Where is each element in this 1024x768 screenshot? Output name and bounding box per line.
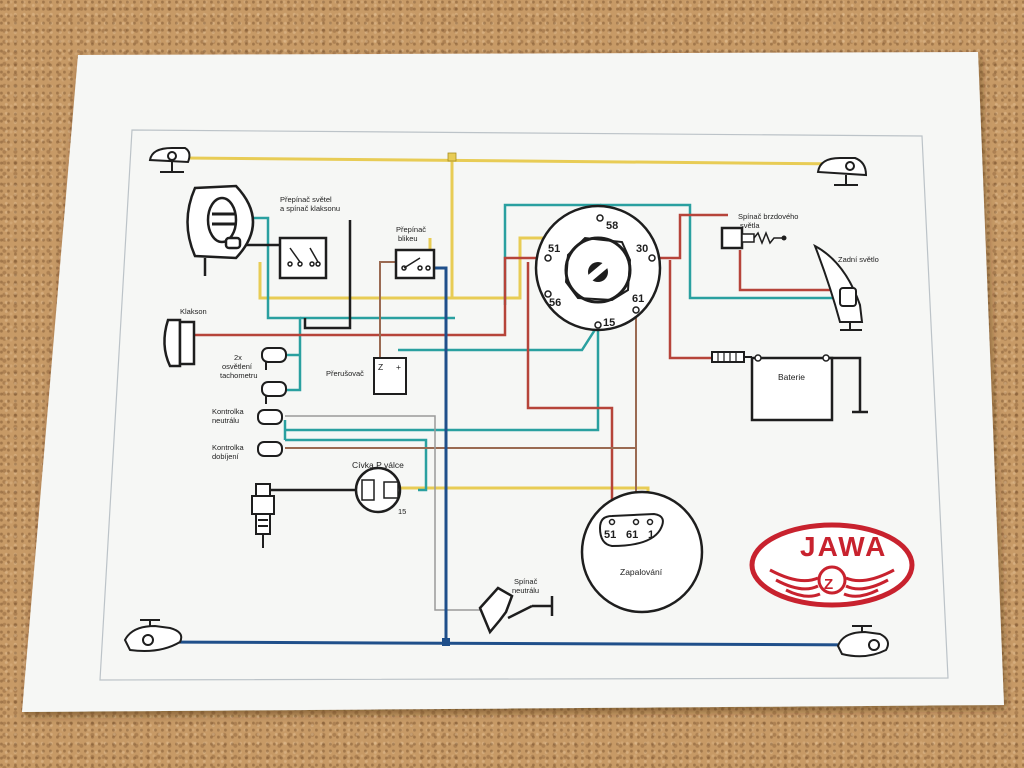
rear-left-indicator [123,619,183,652]
interrupter-breaker: Z + Přerušovač [326,357,407,395]
battery: Baterie [711,351,868,422]
logo-wings [769,568,895,598]
terminal-61: 61 [632,293,644,305]
label-indicator-switch-2: blikeu [398,234,418,243]
black-wires [245,220,360,492]
neutral-switch: Spínač neutrálu [478,577,554,635]
label-speedo-2: osvětlení [222,362,253,371]
yellow-junction [447,152,457,162]
label-coil: Cívka P válce [352,460,404,470]
blue-junction [442,638,450,646]
ignition-magneto: 51 61 1 Zapalování [580,490,704,614]
headlight [186,184,255,276]
label-neutral-lamp-2: neutrálu [212,416,239,425]
terminal-51: 51 [548,243,560,255]
terminal-56: 56 [549,297,561,309]
rear-light: Zadní světlo [813,243,879,331]
label-neutral-switch-2: neutrálu [512,586,539,595]
brown-wires [285,261,637,522]
label-speedo-1: 2x [234,353,242,362]
teal-wires [245,203,838,492]
label-rear-light: Zadní světlo [838,255,879,264]
blue-wires [149,266,876,647]
logo-badge: Z [824,576,833,593]
red-wires [195,213,838,522]
jawa-logo: JAWA Z [749,522,915,608]
neutral-indicator-lamp: Kontrolka neutrálu [212,407,283,425]
label-charge-lamp-2: dobíjení [212,452,240,461]
label-switch-horn: a spínač klaksonu [280,204,340,213]
ign-terminal-1: 1 [648,529,654,541]
diagram-frame [99,129,949,681]
label-speedo-3: tachometru [220,371,258,380]
breaker-z: Z [378,362,383,372]
front-right-indicator [816,157,868,186]
brake-light-switch: Spínač brzdového světla [720,212,798,250]
gray-wires [285,415,490,611]
label-neutral-lamp-1: Kontrolka [212,407,245,416]
label-charge-lamp-1: Kontrolka [212,443,245,452]
rear-right-indicator [836,625,889,658]
charge-indicator-lamp: Kontrolka dobíjení [212,441,283,461]
front-left-indicator [148,147,191,173]
label-neutral-switch-1: Spínač [514,577,538,586]
label-battery: Baterie [778,372,805,382]
ign-terminal-51: 51 [604,529,616,541]
label-ignition: Zapalování [620,567,663,577]
label-brake-switch-2: světla [740,221,760,230]
ign-terminal-61: 61 [626,529,638,541]
label-indicator-switch-1: Přepínač [396,225,426,234]
coil-terminal-15: 15 [398,507,406,516]
label-horn: Klakson [180,307,207,316]
lights-horn-switch: Přepínač světel a spínač klaksonu [278,195,340,280]
indicator-switch: Přepínač blikeu [394,225,436,280]
horn: Klakson [163,307,207,368]
ignition-coil: Cívka P válce 15 [352,460,406,516]
label-switch-lights: Přepínač světel [280,195,332,204]
main-ignition-lock: 58 51 30 56 61 15 [534,204,662,332]
spark-plug [251,483,275,548]
breaker-plus: + [396,362,401,372]
speedometer-bulbs: 2x osvětlení tachometru [220,347,287,404]
terminal-15: 15 [603,317,615,329]
label-brake-switch-1: Spínač brzdového [738,212,798,221]
terminal-58: 58 [606,220,618,232]
yellow-wires [184,156,851,520]
label-breaker: Přerušovač [326,369,364,378]
terminal-30: 30 [636,243,648,255]
logo-text: JAWA [800,531,887,562]
